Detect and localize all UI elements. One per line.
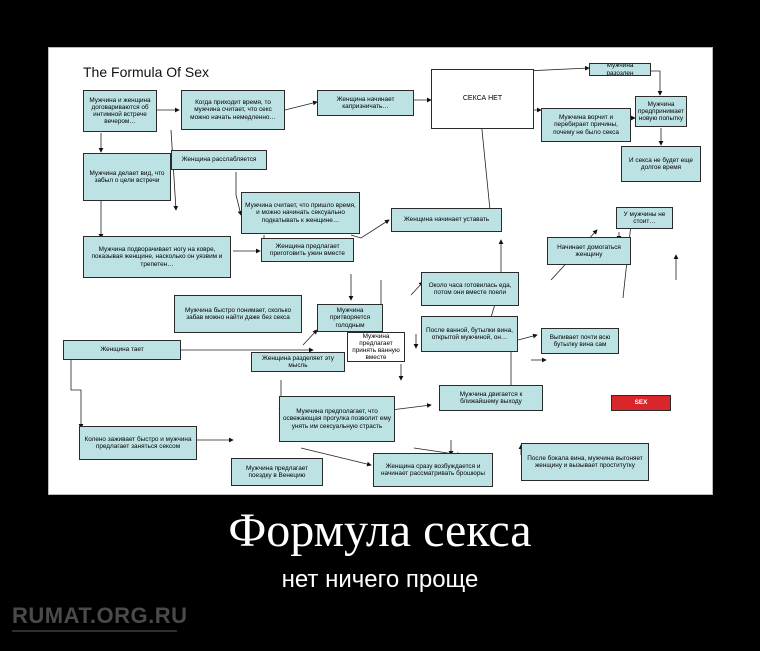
node-grumbles: Мужчина ворчит и перебирает причины, поч… bbox=[541, 108, 631, 142]
node-heals: Колено заживает быстро и мужчина предлаг… bbox=[79, 426, 197, 460]
node-walk: Мужчина предполагает, что освежающая про… bbox=[279, 396, 395, 442]
flowchart: The Formula Of Sex Мужчина и женщина дог… bbox=[51, 50, 710, 492]
node-melts: Женщина тает bbox=[63, 340, 181, 360]
node-venice: Мужчина предлагает поездку в Венецию bbox=[231, 458, 323, 486]
node-relaxes: Женщина расслабляется bbox=[171, 150, 267, 170]
node-no-sex: СЕКСА НЕТ bbox=[431, 69, 534, 129]
node-after-bath: После ванной, бутылки вина, открытой муж… bbox=[421, 316, 518, 352]
node-angry: Мужчина разозлен bbox=[589, 63, 651, 76]
node-hungry: Мужчина притворяется голодным bbox=[317, 304, 383, 332]
node-time2: Мужчина считает, что пришло время, и мож… bbox=[241, 192, 360, 234]
node-capricious: Женщина начинает капризничать… bbox=[317, 90, 414, 116]
node-sex: SEX bbox=[611, 395, 671, 411]
node-bath: Мужчина предлагает принять ванную вместе bbox=[347, 332, 405, 362]
node-cooked: Около часа готовилась еда, потом они вме… bbox=[421, 272, 519, 306]
node-pesters: Начинает домогаться женщину bbox=[547, 237, 631, 265]
node-drinks: Выпивает почти всю бутылку вина сам bbox=[541, 328, 619, 354]
node-dinner: Женщина предлагает приготовить ужин вмес… bbox=[261, 238, 354, 262]
node-cant-get: У мужчины не стоит… bbox=[616, 207, 673, 229]
node-exit: Мужчина двигается к ближайшему выходу bbox=[439, 385, 543, 411]
node-tired: Женщина начинает уставать bbox=[391, 208, 502, 232]
node-knee: Мужчина подворачивает ногу на ковре, пок… bbox=[83, 236, 231, 278]
node-aroused: Женщина сразу возбуждается и начинает ра… bbox=[373, 453, 493, 487]
caption-subtitle: нет ничего проще bbox=[281, 566, 479, 593]
node-try-again: Мужчина предпринимает новую попытку bbox=[635, 96, 687, 127]
node-pretends: Мужчина делает вид, что забыл о цели вст… bbox=[83, 153, 171, 201]
caption-title: Формула секса bbox=[228, 504, 532, 557]
node-time: Когда приходит время, то мужчина считает… bbox=[181, 90, 285, 130]
node-realizes: Мужчина быстро понимает, сколько забав м… bbox=[174, 295, 302, 333]
watermark-underline bbox=[12, 630, 177, 632]
node-agree: Мужчина и женщина договариваются об инти… bbox=[83, 90, 157, 132]
node-no-more: И секса не будет еще долгое время bbox=[621, 146, 701, 182]
node-shares: Женщина разделяет эту мысль bbox=[251, 352, 345, 372]
demotivator-frame: The Formula Of Sex Мужчина и женщина дог… bbox=[48, 47, 713, 495]
node-after-wine: После бокала вина, мужчина выгоняет женщ… bbox=[521, 443, 649, 481]
diagram-title: The Formula Of Sex bbox=[83, 64, 210, 80]
watermark-logo: RUMAT.ORG.RU bbox=[12, 603, 188, 628]
